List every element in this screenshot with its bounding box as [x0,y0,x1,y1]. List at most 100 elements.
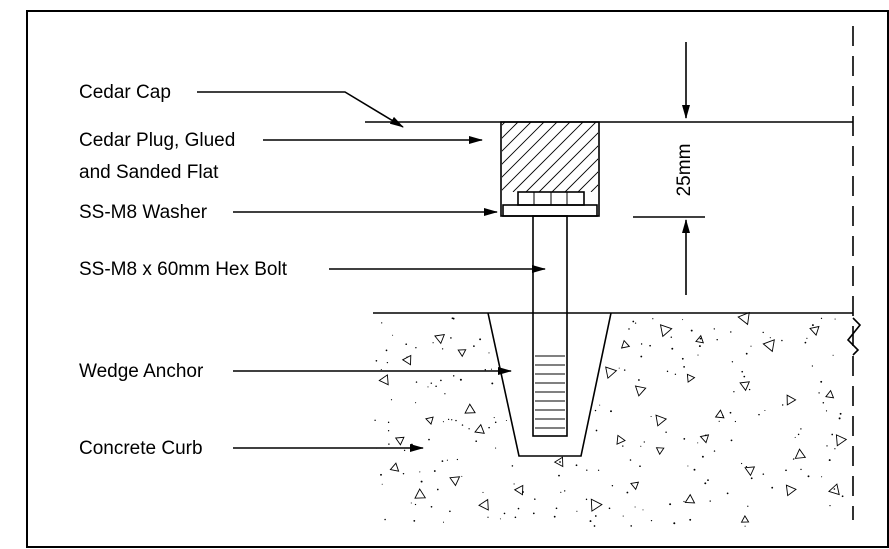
aggregate-speck [839,412,842,415]
aggregate-speck [436,488,439,491]
aggregate-speck [821,476,823,478]
callout-concrete-curb: Concrete Curb [79,438,424,459]
aggregate-speck [744,525,746,527]
break-symbol [846,317,862,356]
aggregate-speck [499,518,501,520]
aggregate-speck [643,441,645,443]
aggregate-speck [769,337,771,339]
aggregate-speck [473,345,475,347]
aggregate-speck [781,339,783,342]
aggregate-speck [640,355,643,358]
aggregate-speck [430,505,433,508]
aggregate-triangle [655,447,665,456]
aggregate-speck [455,419,457,422]
aggregate-triangle [389,462,400,472]
aggregate-speck [689,518,692,521]
aggregate-speck [800,468,802,471]
aggregate-speck [488,352,490,354]
aggregate-speck [682,319,684,321]
aggregate-speck [414,503,417,506]
aggregate-speck [611,484,614,487]
aggregate-speck [388,443,390,445]
dimension-text: 25mm [674,144,695,197]
aggregate-speck [632,320,635,323]
hatch-line [502,122,519,139]
aggregate-speck [505,419,507,422]
aggregate-triangle [699,434,710,444]
aggregate-speck [420,480,423,483]
aggregate-speck [828,459,831,462]
aggregate-speck [451,419,453,421]
hatch-line [502,122,558,178]
aggregate-speck [475,440,478,443]
aggregate-speck [822,402,825,404]
aggregate-speck [380,473,382,476]
aggregate-speck [559,461,561,463]
aggregate-triangle [686,373,696,383]
aggregate-speck [797,433,800,436]
label-concrete-curb: Concrete Curb [79,438,203,459]
aggregate-speck [734,420,737,423]
callout-cedar-cap: Cedar Cap [79,82,404,128]
aggregate-triangle [659,324,673,338]
washer [502,204,598,217]
aggregate-triangle [394,436,405,446]
aggregate-speck [441,348,444,350]
aggregate-speck [514,516,517,519]
aggregate-triangle [744,466,756,477]
aggregate-speck [730,439,733,442]
leader-cedar-cap [197,91,404,128]
aggregate-triangle [478,498,489,511]
aggregate-speck [403,449,406,452]
aggregate-speck [461,475,463,477]
hatch-line [422,122,492,192]
aggregate-speck [650,415,652,418]
aggregate-speck [666,370,669,373]
aggregate-triangle [474,423,485,434]
aggregate-speck [718,420,720,422]
aggregate-speck [697,354,699,356]
aggregate-speck [513,483,515,485]
dimension-25mm: 25mm [633,42,705,295]
aggregate-speck [713,328,715,330]
aggregate-speck [597,469,600,471]
aggregate-speck [459,378,462,381]
aggregate-speck [782,404,784,406]
aggregate-triangle [457,349,467,358]
drawing-frame [26,10,889,548]
aggregate-speck [575,464,578,467]
aggregate-speck [487,516,489,518]
hatch-line [502,122,545,165]
aggregate-speck [406,356,408,358]
aggregate-speck [764,409,766,412]
aggregate-speck [432,342,434,344]
aggregate-speck [576,510,578,512]
aggregate-speck [532,512,535,515]
aggregate-speck [741,462,743,465]
aggregate-triangle [634,385,647,397]
aggregate-speck [750,345,752,347]
aggregate-speck [444,393,446,395]
aggregate-speck [838,417,841,420]
aggregate-triangle [785,484,797,497]
aggregate-speck [713,450,716,452]
aggregate-speck [726,492,729,495]
aggregate-speck [595,429,598,432]
aggregate-speck [707,479,709,481]
aggregate-speck [430,382,433,384]
aggregate-speck [440,379,442,382]
aggregate-speck [762,331,764,334]
aggregate-triangle [616,434,626,445]
aggregate-speck [811,324,814,327]
aggregate-speck [731,361,734,363]
aggregate-speck [807,475,810,478]
aggregate-triangle [737,311,750,326]
aggregate-speck [427,386,429,388]
aggregate-speck [826,445,828,447]
aggregate-speck [456,458,459,461]
aggregate-triangle [809,325,820,336]
aggregate-speck [390,399,393,401]
aggregate-speck [693,468,696,471]
aggregate-triangle [378,374,389,386]
aggregate-speck [743,375,746,378]
